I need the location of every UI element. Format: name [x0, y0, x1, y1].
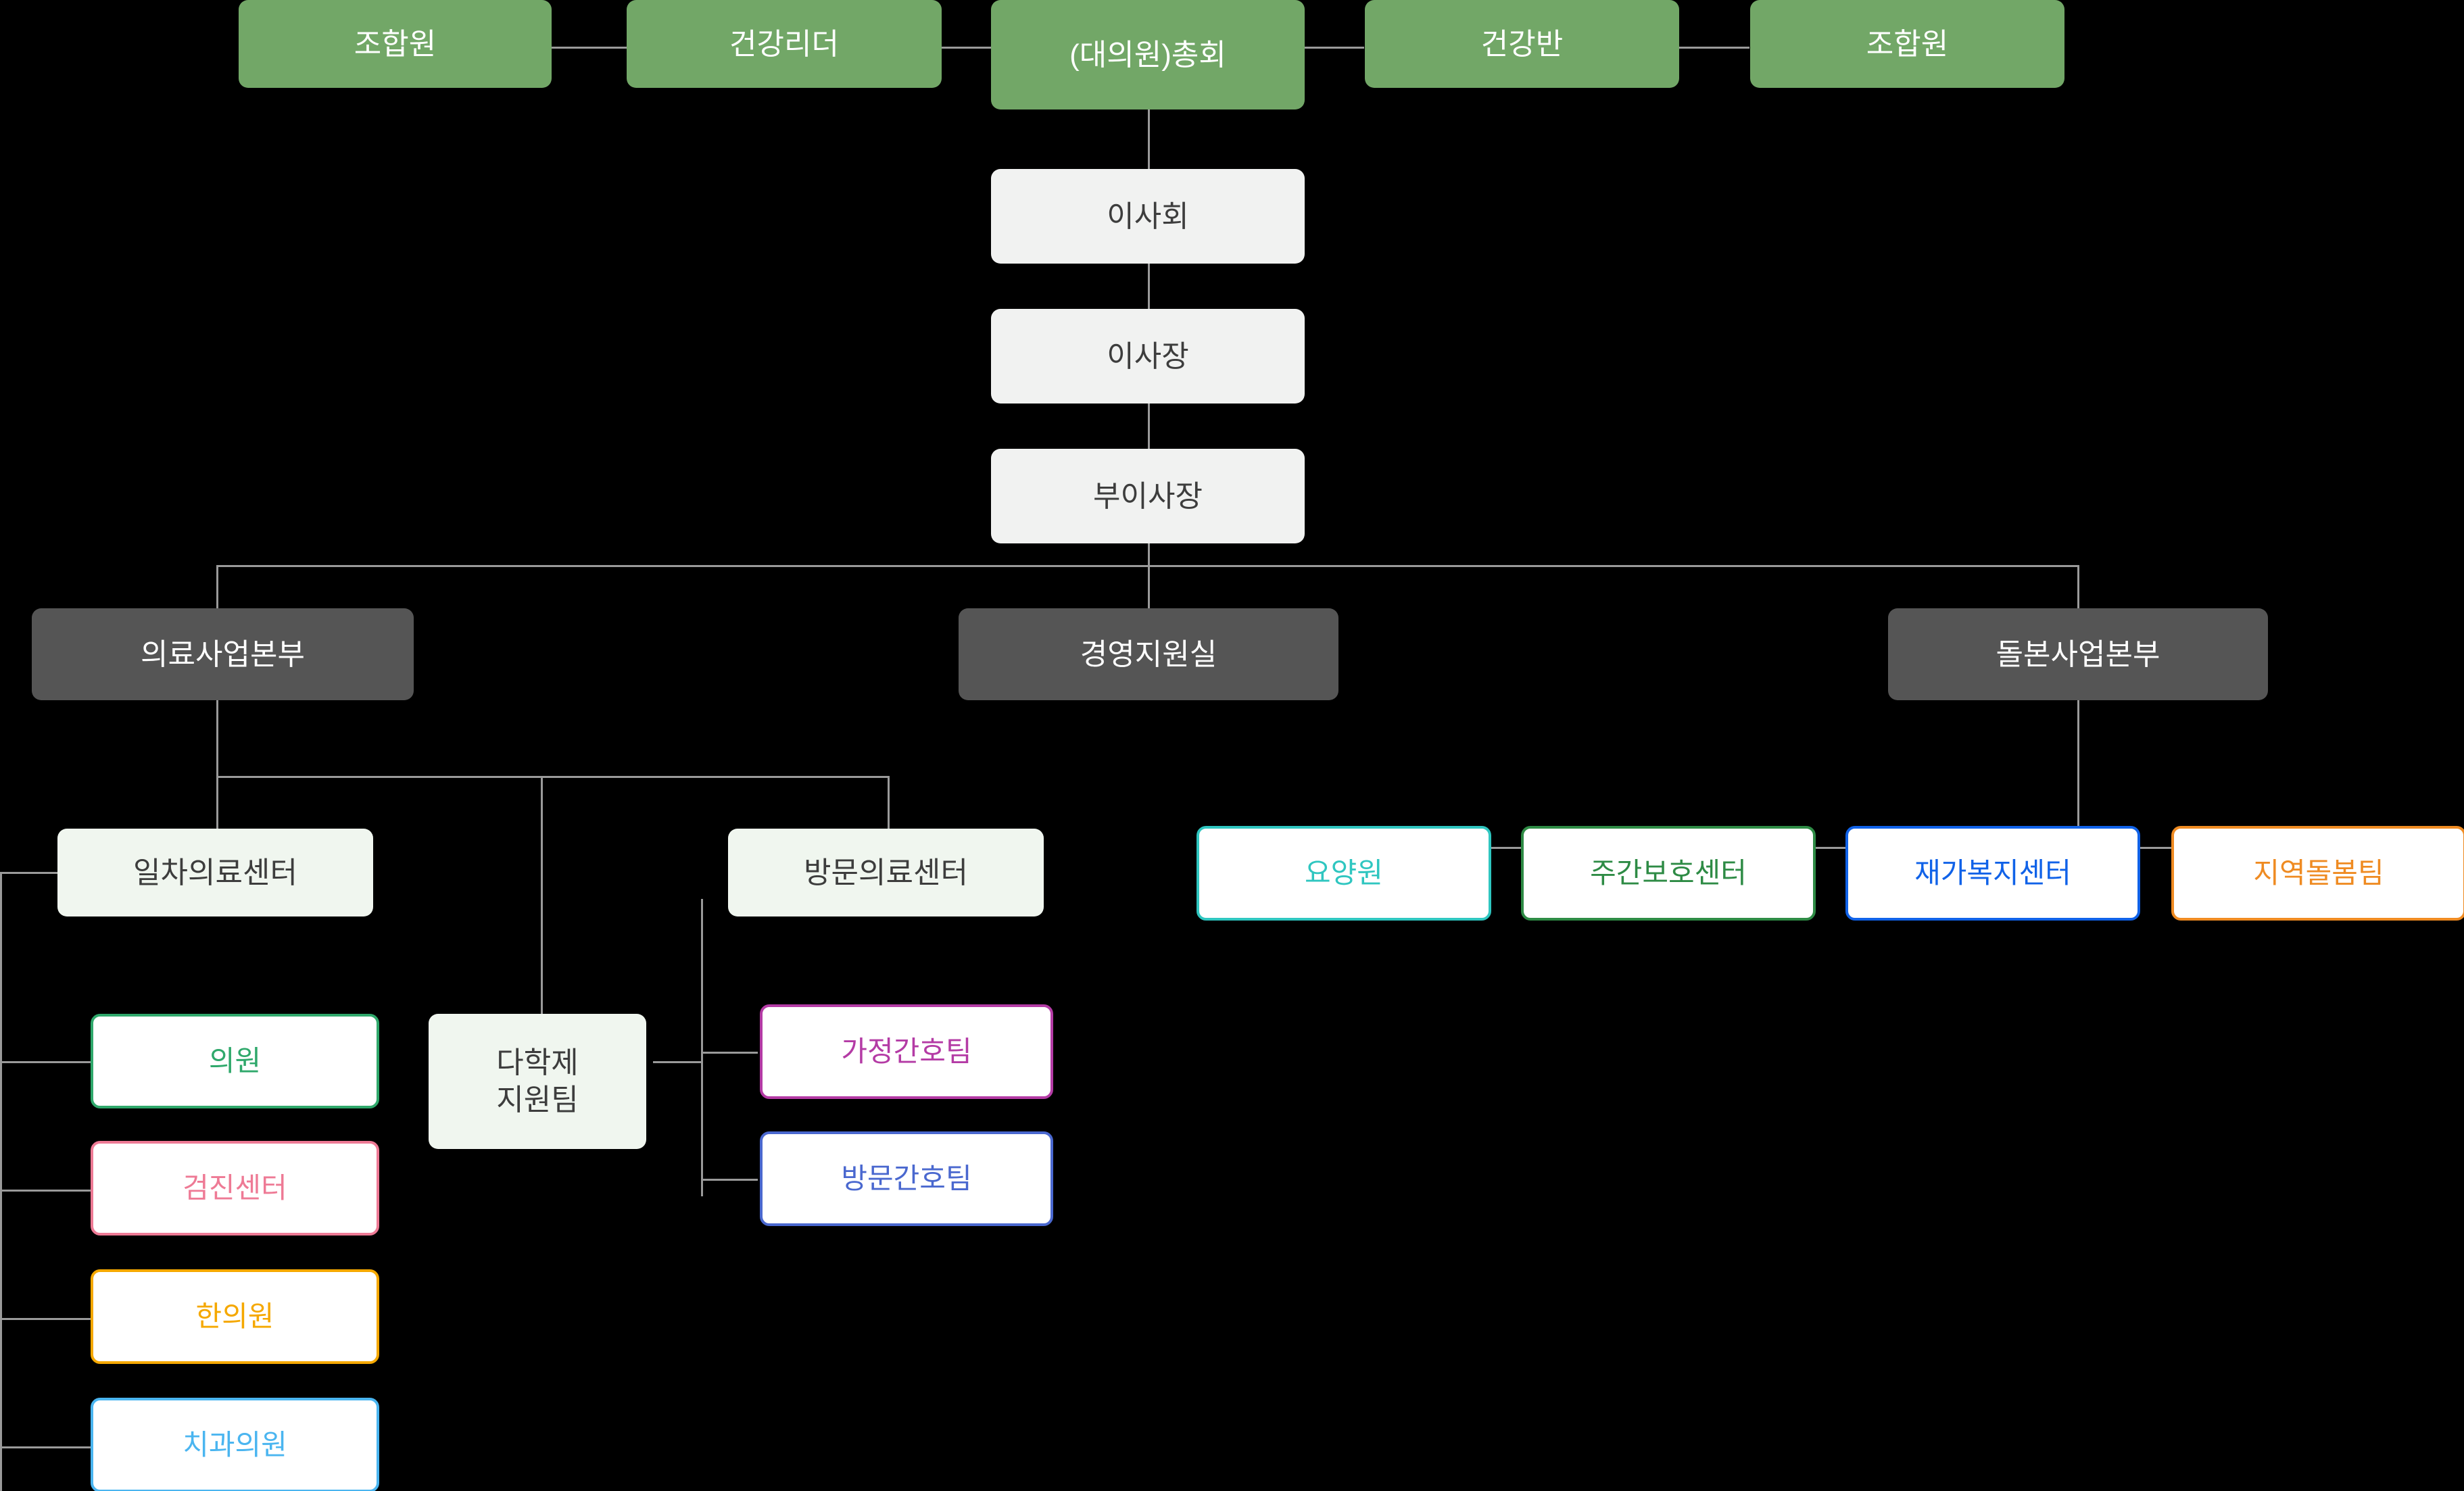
node-home-nursing-team[interactable]: 가정간호팀 — [760, 1004, 1053, 1099]
connector-visiting-stub-0 — [701, 1052, 758, 1054]
node-assembly-general-meeting[interactable]: (대의원)총회 — [991, 0, 1305, 109]
connector-assembly-1 — [551, 47, 627, 49]
connector-primary-stub-0 — [0, 872, 61, 874]
node-home-welfare-center[interactable]: 재가복지센터 — [1845, 826, 2140, 921]
node-community-care-team[interactable]: 지역돌봄팀 — [2171, 826, 2464, 921]
connector-assembly-2 — [941, 47, 995, 49]
connector-medical-to-visiting — [888, 776, 890, 830]
node-assembly-health-group[interactable]: 건강반 — [1365, 0, 1679, 88]
node-management-support-office[interactable]: 경영지원실 — [959, 608, 1338, 700]
node-oriental-medicine-clinic[interactable]: 한의원 — [91, 1269, 379, 1364]
node-primary-care-center[interactable]: 일차의료센터 — [57, 829, 373, 916]
connector-assembly-3 — [1303, 47, 1364, 49]
connector-care-bus — [1344, 847, 2321, 849]
connector-assembly-4 — [1678, 47, 1749, 49]
connector-care-drop — [2077, 700, 2079, 848]
node-screening-center[interactable]: 검진센터 — [91, 1141, 379, 1236]
connector-visiting-rail — [701, 899, 703, 1196]
node-visiting-medical-center[interactable]: 방문의료센터 — [728, 829, 1044, 916]
node-multidisciplinary-support-team[interactable]: 다학제 지원팀 — [429, 1014, 646, 1149]
connector-medical-drop — [216, 700, 218, 778]
connector-bus-to-support — [1148, 565, 1150, 610]
connector-multidisciplinary-stub — [653, 1061, 703, 1063]
node-vice-chairman[interactable]: 부이사장 — [991, 449, 1305, 543]
connector-assembly-to-board — [1148, 109, 1150, 169]
node-assembly-member-left[interactable]: 조합원 — [239, 0, 552, 88]
connector-bus-to-medical — [216, 565, 218, 610]
node-assembly-health-leader[interactable]: 건강리더 — [627, 0, 942, 88]
node-visiting-nursing-team[interactable]: 방문간호팀 — [760, 1131, 1053, 1226]
connector-primary-rail — [0, 872, 2, 1491]
node-assembly-member-right[interactable]: 조합원 — [1750, 0, 2064, 88]
connector-medical-to-multidisciplinary — [541, 776, 543, 1015]
connector-visiting-stub-1 — [701, 1179, 758, 1181]
node-medical-division[interactable]: 의료사업본부 — [32, 608, 414, 700]
connector-board-to-chair — [1148, 264, 1150, 311]
node-care-division[interactable]: 돌본사업본부 — [1888, 608, 2268, 700]
connector-primary-stub-1 — [0, 1061, 92, 1063]
connector-bus-to-care — [2077, 565, 2079, 610]
node-chairman[interactable]: 이사장 — [991, 309, 1305, 404]
node-nursing-home[interactable]: 요양원 — [1197, 826, 1491, 921]
connector-chair-to-vice — [1148, 403, 1150, 450]
node-clinic[interactable]: 의원 — [91, 1014, 379, 1108]
connector-medical-to-primary — [216, 776, 218, 830]
node-board-of-directors[interactable]: 이사회 — [991, 169, 1305, 264]
connector-medical-bus — [216, 776, 890, 778]
connector-primary-stub-4 — [0, 1446, 92, 1448]
connector-primary-stub-2 — [0, 1190, 92, 1192]
node-dental-clinic[interactable]: 치과의원 — [91, 1398, 379, 1491]
connector-primary-stub-3 — [0, 1318, 92, 1320]
node-day-care-center[interactable]: 주간보호센터 — [1521, 826, 1816, 921]
